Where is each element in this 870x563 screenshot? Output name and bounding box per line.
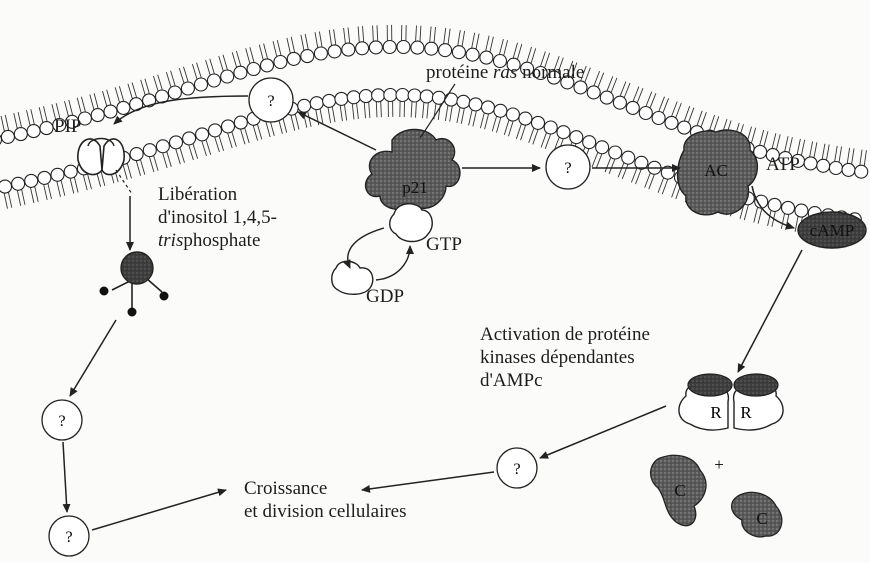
p21-label: p21: [402, 178, 428, 197]
liberation-rest: phosphate: [183, 230, 260, 251]
arrow-camp-to-kinase: [738, 250, 802, 372]
ras-normal-italic: ras: [493, 62, 517, 83]
ras-normal-prefix: protéine: [426, 62, 493, 83]
question-label: ?: [267, 93, 274, 110]
question-label: ?: [564, 160, 571, 177]
arrow-inositol-to-unknown: [70, 320, 116, 396]
croissance-label-line2: et division cellulaires: [244, 501, 407, 523]
question-label: ?: [513, 461, 520, 478]
inositol-trisphosphate-molecule: [100, 252, 169, 317]
liberation-label-line3: trisphosphate: [158, 230, 260, 252]
arrow-unknown-to-growth: [92, 490, 226, 530]
pip-label: PIP: [54, 116, 81, 138]
pip-receptor: [78, 139, 124, 175]
arrow-unknown-to-unknown: [63, 442, 67, 512]
catalytic-label-right: C: [756, 509, 767, 528]
activation-label-line3: d'AMPc: [480, 370, 543, 392]
arrow-kinase-to-bottom-unknown: [540, 406, 666, 458]
regulatory-label-right: R: [740, 403, 752, 422]
camp-label: cAMP: [810, 221, 854, 240]
protein-kinase-regulatory-subunits: [679, 374, 783, 430]
gdp-to-gtp-arrow: [376, 246, 410, 280]
question-label: ?: [65, 529, 72, 546]
arrow-bottom-unknown-to-growth: [362, 472, 494, 490]
atp-label: ATP: [766, 154, 800, 176]
liberation-label-line2: d'inositol 1,4,5-: [158, 207, 277, 229]
catalytic-label-left: C: [674, 481, 685, 500]
regulatory-label-left: R: [710, 403, 722, 422]
p21-ras-protein: [366, 129, 460, 209]
activation-label-line2: kinases dépendantes: [480, 347, 635, 369]
gdp-label: GDP: [366, 286, 404, 308]
ras-normal-label: protéine ras normale: [426, 62, 584, 84]
ras-normal-suffix: normale: [517, 62, 584, 83]
liberation-label-line1: Libération: [158, 184, 237, 206]
plus-sign: +: [714, 455, 724, 474]
question-label: ?: [58, 413, 65, 430]
arrow-p21-to-top-effector: [298, 112, 376, 150]
gtp-label: GTP: [426, 234, 462, 256]
ac-label: AC: [704, 161, 728, 180]
liberation-italic: tris: [158, 230, 183, 251]
croissance-label-line1: Croissance: [244, 478, 327, 500]
activation-label-line1: Activation de protéine: [480, 324, 650, 346]
